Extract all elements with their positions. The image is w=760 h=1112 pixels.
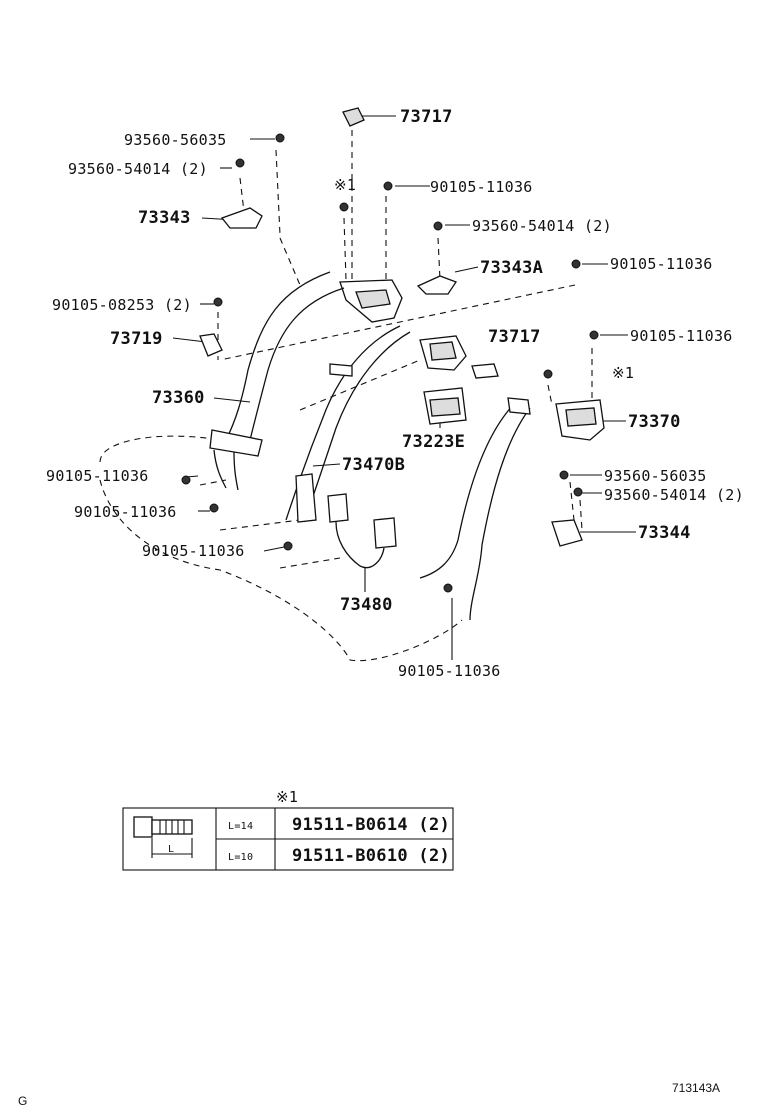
bolt-spec-table: ※1 L L=14 91511-B0614 (2) L=10 91511-B06… — [122, 788, 454, 871]
label-90105-11036-g: 90105-11036 — [398, 662, 501, 680]
label-93560-56035-right: 93560-56035 — [604, 467, 707, 485]
row-2-part: 91511-B0610 (2) — [292, 846, 450, 866]
label-93560-54014-mid: 93560-54014 (2) — [472, 217, 612, 235]
table-mark: ※1 — [276, 788, 298, 806]
part-73480-buckle — [327, 493, 397, 569]
label-73717-mid: 73717 — [488, 327, 541, 347]
label-90105-11036-b: 90105-11036 — [610, 255, 713, 273]
label-73370: 73370 — [628, 412, 681, 432]
callout-labels: 73717 93560-56035 93560-54014 (2) ※1 901… — [46, 107, 744, 680]
label-90105-11036-e: 90105-11036 — [74, 503, 177, 521]
label-90105-11036-f: 90105-11036 — [142, 542, 245, 560]
label-73360: 73360 — [152, 388, 205, 408]
figure-code: 713143A — [672, 1081, 721, 1095]
label-mark-x1-a: ※1 — [334, 176, 356, 194]
label-73223E: 73223E — [402, 432, 465, 452]
part-73370-belt-assembly — [419, 397, 605, 621]
leader-lines — [172, 115, 636, 660]
bolt-diagram-icon — [133, 816, 193, 858]
part-73343A-bracket — [416, 275, 457, 295]
row-1-length: L=14 — [228, 821, 253, 832]
bolt-icons — [181, 133, 599, 593]
row-1-part: 91511-B0614 (2) — [292, 815, 450, 835]
label-93560-56035-left: 93560-56035 — [124, 131, 227, 149]
dimension-label: L — [168, 844, 174, 855]
label-73343A: 73343A — [480, 258, 543, 278]
part-73717-top-cover — [342, 107, 365, 127]
label-73344: 73344 — [638, 523, 691, 543]
label-93560-54014-right: 93560-54014 (2) — [604, 486, 744, 504]
label-73480: 73480 — [340, 595, 393, 615]
footer-left-mark: G — [18, 1094, 28, 1108]
part-73344-bracket — [551, 519, 583, 547]
label-90105-08253: 90105-08253 (2) — [52, 296, 192, 314]
label-90105-11036-d: 90105-11036 — [46, 467, 149, 485]
row-2-length: L=10 — [228, 852, 253, 863]
dashed-guides — [99, 130, 593, 662]
label-90105-11036-c: 90105-11036 — [630, 327, 733, 345]
label-90105-11036-a: 90105-11036 — [430, 178, 533, 196]
part-73719-anchor-plate — [199, 333, 223, 357]
label-73717-top: 73717 — [400, 107, 453, 127]
label-73719: 73719 — [110, 329, 163, 349]
part-73343-bracket — [220, 207, 263, 229]
part-73360-belt-assembly — [209, 271, 403, 491]
label-93560-54014-left: 93560-54014 (2) — [68, 160, 208, 178]
label-73470B: 73470B — [342, 455, 405, 475]
part-73223E-cover — [423, 387, 467, 425]
label-mark-x1-b: ※1 — [612, 364, 634, 382]
label-73343: 73343 — [138, 208, 191, 228]
part-73717-mid-retractor — [419, 335, 499, 379]
part-73470B-center-belt — [285, 325, 411, 523]
